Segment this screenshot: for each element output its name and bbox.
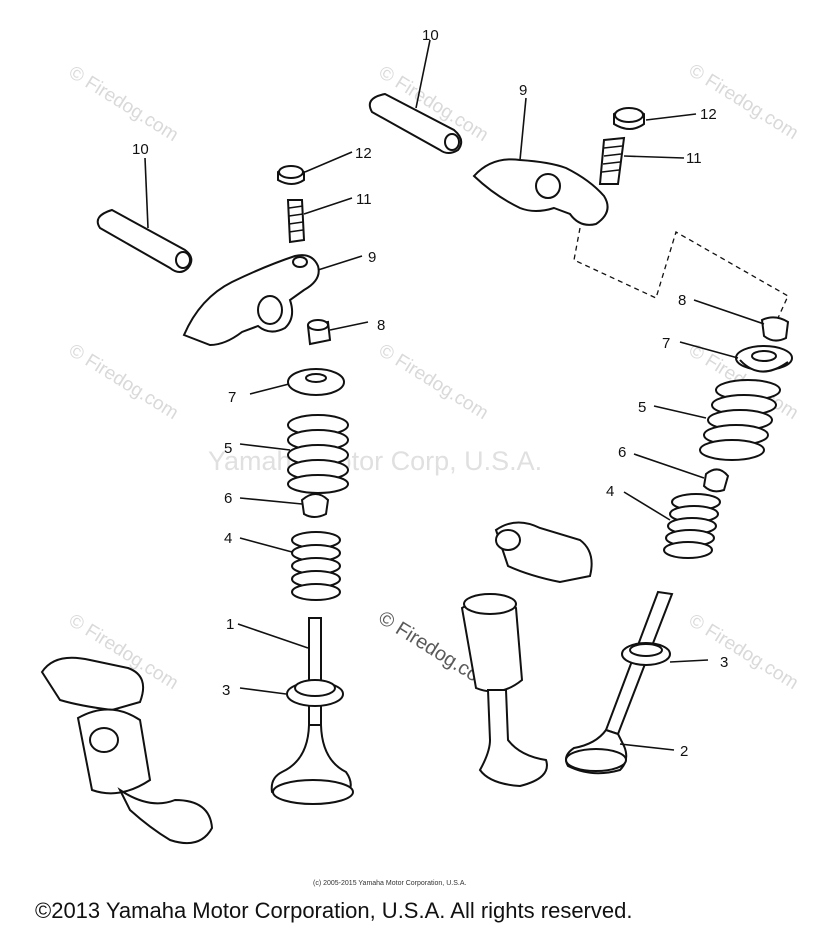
- leader-line: [415, 39, 431, 109]
- copyright-notice: ©2013 Yamaha Motor Corporation, U.S.A. A…: [35, 898, 633, 923]
- inner-spring-right: [663, 493, 721, 559]
- callout-number: 5: [638, 399, 646, 416]
- callout-number: 11: [356, 191, 372, 208]
- callout-number: 5: [224, 440, 232, 457]
- callout-number: 2: [680, 743, 688, 760]
- leader-line: [237, 623, 309, 649]
- callout-number: 12: [700, 106, 717, 123]
- rocker-shaft-left: [96, 208, 193, 273]
- callout-number: 11: [686, 150, 702, 167]
- intake-valve-left: [270, 617, 354, 805]
- outer-spring-left: [287, 414, 349, 494]
- outer-spring-right: [699, 379, 781, 461]
- leader-line: [303, 197, 353, 215]
- assembly-sketch-center: [460, 521, 593, 788]
- valve-seat-left: [286, 679, 344, 707]
- valve-cap-right: [760, 316, 790, 342]
- leader-line: [619, 743, 675, 751]
- leader-line: [693, 299, 765, 325]
- rocker-shaft-right: [368, 92, 463, 154]
- leader-line: [249, 383, 290, 395]
- callout-number: 6: [618, 444, 626, 461]
- leader-line: [519, 97, 527, 161]
- spring-retainer-left: [287, 368, 345, 396]
- leader-line: [679, 341, 739, 359]
- leader-line: [239, 687, 287, 695]
- callouts-left: 10 12 11 9 8 7 5 6 4 1 3: [132, 141, 385, 699]
- rocker-arm-right: [472, 158, 609, 226]
- callout-number: 6: [224, 490, 232, 507]
- leader-line: [633, 453, 705, 479]
- callout-number: 10: [132, 141, 149, 158]
- rocker-arm-left: [182, 254, 320, 347]
- valve-stem-seal-left: [300, 493, 330, 518]
- callout-number: 9: [519, 82, 527, 99]
- callout-number: 3: [222, 682, 230, 699]
- watermark-center: Yamaha Motor Corp, U.S.A.: [208, 446, 543, 476]
- callout-number: 4: [224, 530, 232, 547]
- leader-line: [304, 151, 353, 173]
- spring-retainer-right: [735, 345, 793, 373]
- locknut-right: [613, 107, 645, 130]
- adjusting-screw-left: [286, 199, 306, 244]
- leader-line: [329, 321, 369, 331]
- callout-number: 7: [228, 389, 236, 406]
- small-credit-line: (c) 2005-2015 Yamaha Motor Corporation, …: [313, 880, 467, 887]
- callout-number: 10: [422, 27, 439, 44]
- leader-line: [317, 255, 363, 271]
- leader-line: [239, 443, 291, 451]
- leader-line: [653, 405, 707, 419]
- exhaust-valve-right: [565, 590, 674, 775]
- callout-number: 7: [662, 335, 670, 352]
- valve-stem-seal-right: [702, 468, 730, 493]
- callout-number: 1: [226, 616, 234, 633]
- leader-line: [144, 157, 149, 229]
- callouts-right: 10 9 12 11 8 7 5 6 4 3 2: [422, 27, 728, 760]
- assembly-guide-line: [573, 227, 789, 319]
- leader-line: [239, 537, 293, 553]
- leader-line: [623, 491, 671, 521]
- leader-line: [623, 155, 685, 159]
- leader-line: [669, 659, 709, 663]
- valve-seat-right: [621, 642, 671, 666]
- adjusting-screw-right: [598, 136, 626, 185]
- callout-number: 8: [678, 292, 686, 309]
- inner-spring-left: [291, 531, 341, 601]
- callout-number: 4: [606, 483, 614, 500]
- leader-line: [239, 497, 303, 505]
- locknut-left: [277, 165, 305, 185]
- callout-number: 9: [368, 249, 376, 266]
- assembly-sketch-left: [40, 656, 214, 844]
- callout-number: 8: [377, 317, 385, 334]
- valve-cap-left: [306, 319, 332, 346]
- leader-line: [645, 113, 697, 121]
- callout-number: 3: [720, 654, 728, 671]
- callout-number: 12: [355, 145, 372, 162]
